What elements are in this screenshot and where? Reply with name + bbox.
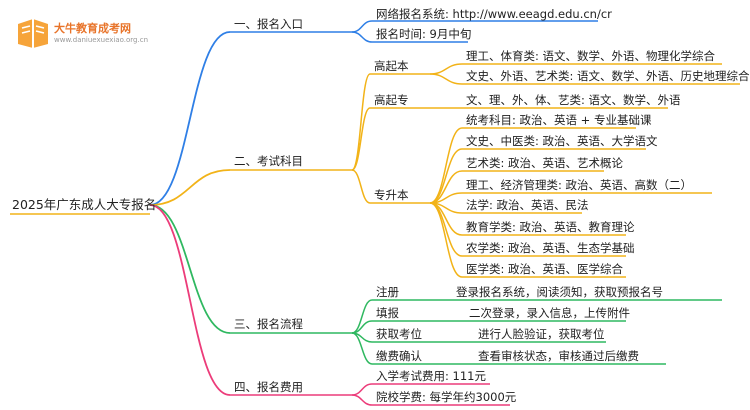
- link-zsb-8: [429, 202, 463, 278]
- link-entry-time: [351, 31, 373, 43]
- zsb-item-7: 农学类: 政治、英语、生态学基础: [466, 241, 635, 255]
- branch-process: 三、报名流程: [234, 317, 303, 331]
- gaoqiben-item-1: 理工、体育类: 语文、数学、外语、物理化学综合: [466, 49, 716, 63]
- branch-entry: 一、报名入口: [234, 17, 303, 31]
- entry-time: 报名时间: 9月中旬: [376, 27, 472, 41]
- zsb-item-1: 统考科目: 政治、英语 + 专业基础课: [466, 113, 652, 127]
- link-gaoqiben-1: [429, 63, 463, 75]
- link-fee-1: [351, 383, 373, 396]
- link-fee-2: [351, 394, 373, 406]
- node-gaoqiben: 高起本: [374, 59, 409, 73]
- step-1-desc: 登录报名系统，阅读须知，获取预报名号: [456, 285, 663, 299]
- zsb-item-2: 文史、中医类: 政治、英语、大学语文: [466, 134, 658, 148]
- link-root-fees: [149, 204, 231, 396]
- node-gaoqizhuan: 高起专: [374, 93, 409, 107]
- link-zsb-2: [429, 148, 463, 204]
- zsb-item-5: 法学: 政治、英语、民法: [466, 198, 589, 212]
- zsb-item-4: 理工、经济管理类: 政治、英语、高数（二）: [466, 178, 693, 192]
- entry-url: 网络报名系统: http://www.eeagd.edu.cn/cr: [376, 7, 612, 21]
- step-4-name: 缴费确认: [376, 349, 422, 363]
- link-entry-url: [351, 20, 373, 33]
- zsb-item-6: 教育学类: 政治、英语、教育理论: [466, 220, 635, 234]
- link-step-4: [351, 332, 373, 365]
- step-3-name: 获取考位: [376, 327, 422, 341]
- logo-url: www.daniuexuexiao.org.cn: [54, 36, 149, 44]
- fee-tuition: 院校学费: 每学年约3000元: [376, 390, 517, 404]
- zsb-item-3: 艺术类: 政治、英语、艺术概论: [466, 156, 624, 170]
- branch-fees: 四、报名费用: [234, 380, 303, 394]
- link-zsb-7: [429, 202, 463, 257]
- link-zsb-1: [429, 127, 463, 204]
- link-subjects-gaoqizhuan: [351, 107, 371, 171]
- root-topic: 2025年广东成人大专报名: [12, 197, 157, 212]
- step-2-desc: 二次登录，录入信息，上传附件: [469, 306, 630, 320]
- site-logo[interactable]: 大牛教育成考网 www.daniuexuexiao.org.cn: [14, 16, 148, 50]
- link-root-subjects: [149, 169, 231, 206]
- step-3-desc: 进行人脸验证，获取考位: [478, 327, 605, 341]
- logo-book-icon: [18, 19, 48, 48]
- link-root-process: [149, 204, 231, 334]
- step-2-name: 填报: [376, 306, 399, 320]
- branch-subjects: 二、考试科目: [234, 154, 303, 168]
- link-subjects-gaoqiben: [351, 73, 371, 171]
- step-1-name: 注册: [376, 285, 399, 299]
- link-root-entry: [149, 31, 231, 206]
- step-4-desc: 查看审核状态，审核通过后缴费: [478, 349, 639, 363]
- link-subjects-zhuanshengben: [351, 169, 371, 204]
- logo-name: 大牛教育成考网: [54, 22, 131, 35]
- zsb-item-8: 医学类: 政治、英语、医学综合: [466, 262, 624, 276]
- node-zhuanshengben: 专升本: [374, 188, 409, 202]
- gaoqizhuan-item-1: 文、理、外、体、艺类: 语文、数学、外语: [466, 93, 681, 107]
- gaoqiben-item-2: 文史、外语、艺术类: 语文、数学、外语、历史地理综合: [466, 69, 750, 83]
- link-gaoqiben-2: [429, 73, 463, 85]
- fee-exam: 入学考试费用: 111元: [376, 369, 486, 383]
